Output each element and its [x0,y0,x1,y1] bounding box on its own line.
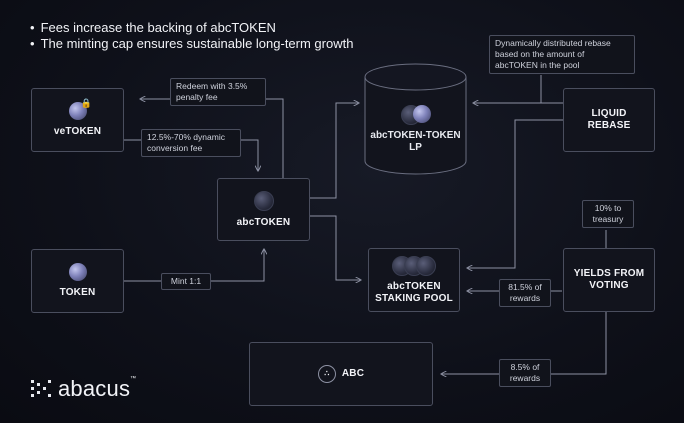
rewards-815-label: 81.5% of rewards [499,279,551,307]
cylinder-shape [364,63,467,175]
mint-label: Mint 1:1 [161,273,211,290]
rebase-label: Dynamically distributed rebase based on … [489,35,635,74]
token-node[interactable]: TOKEN [31,249,124,313]
note-2: •The minting cap ensures sustainable lon… [30,36,354,51]
note-1: •Fees increase the backing of abcTOKEN [30,20,276,35]
liquid-rebase-node[interactable]: LIQUID REBASE [563,88,655,152]
vetoken-node[interactable]: 🔒 veTOKEN [31,88,124,152]
redeem-label: Redeem with 3.5% penalty fee [170,78,266,106]
conversion-fee-label: 12.5%-70% dynamic conversion fee [141,129,241,157]
arrow-to-lp [310,103,358,199]
lp-pool-node[interactable]: abcTOKEN-TOKEN LP [364,63,467,175]
yields-voting-node[interactable]: YIELDS FROM VOTING [563,248,655,312]
vetoken-coin-icon [68,102,87,120]
abctoken-coin-icon [253,190,274,211]
arrow-to-staking [310,215,360,280]
lock-icon: 🔒 [80,98,92,108]
abacus-mark-icon [31,380,51,397]
staking-pool-node[interactable]: abcTOKEN STAKING POOL [368,248,460,312]
abacus-logo: abacus™ [30,376,136,402]
token-coin-icon [68,263,87,281]
arrow-rebase-staking [468,119,563,268]
arrow-yields-abc [442,312,607,374]
staking-coins-icon [392,255,436,276]
abc-node[interactable]: ∴ ABC [249,342,433,406]
lp-coins-icon [400,105,431,125]
abctoken-node[interactable]: abcTOKEN [217,178,310,241]
treasury-label: 10% to treasury [582,200,634,228]
notes: •Fees increase the backing of abcTOKEN •… [30,20,353,52]
rewards-85-label: 8.5% of rewards [499,359,551,387]
abc-logo-icon: ∴ [317,365,336,383]
